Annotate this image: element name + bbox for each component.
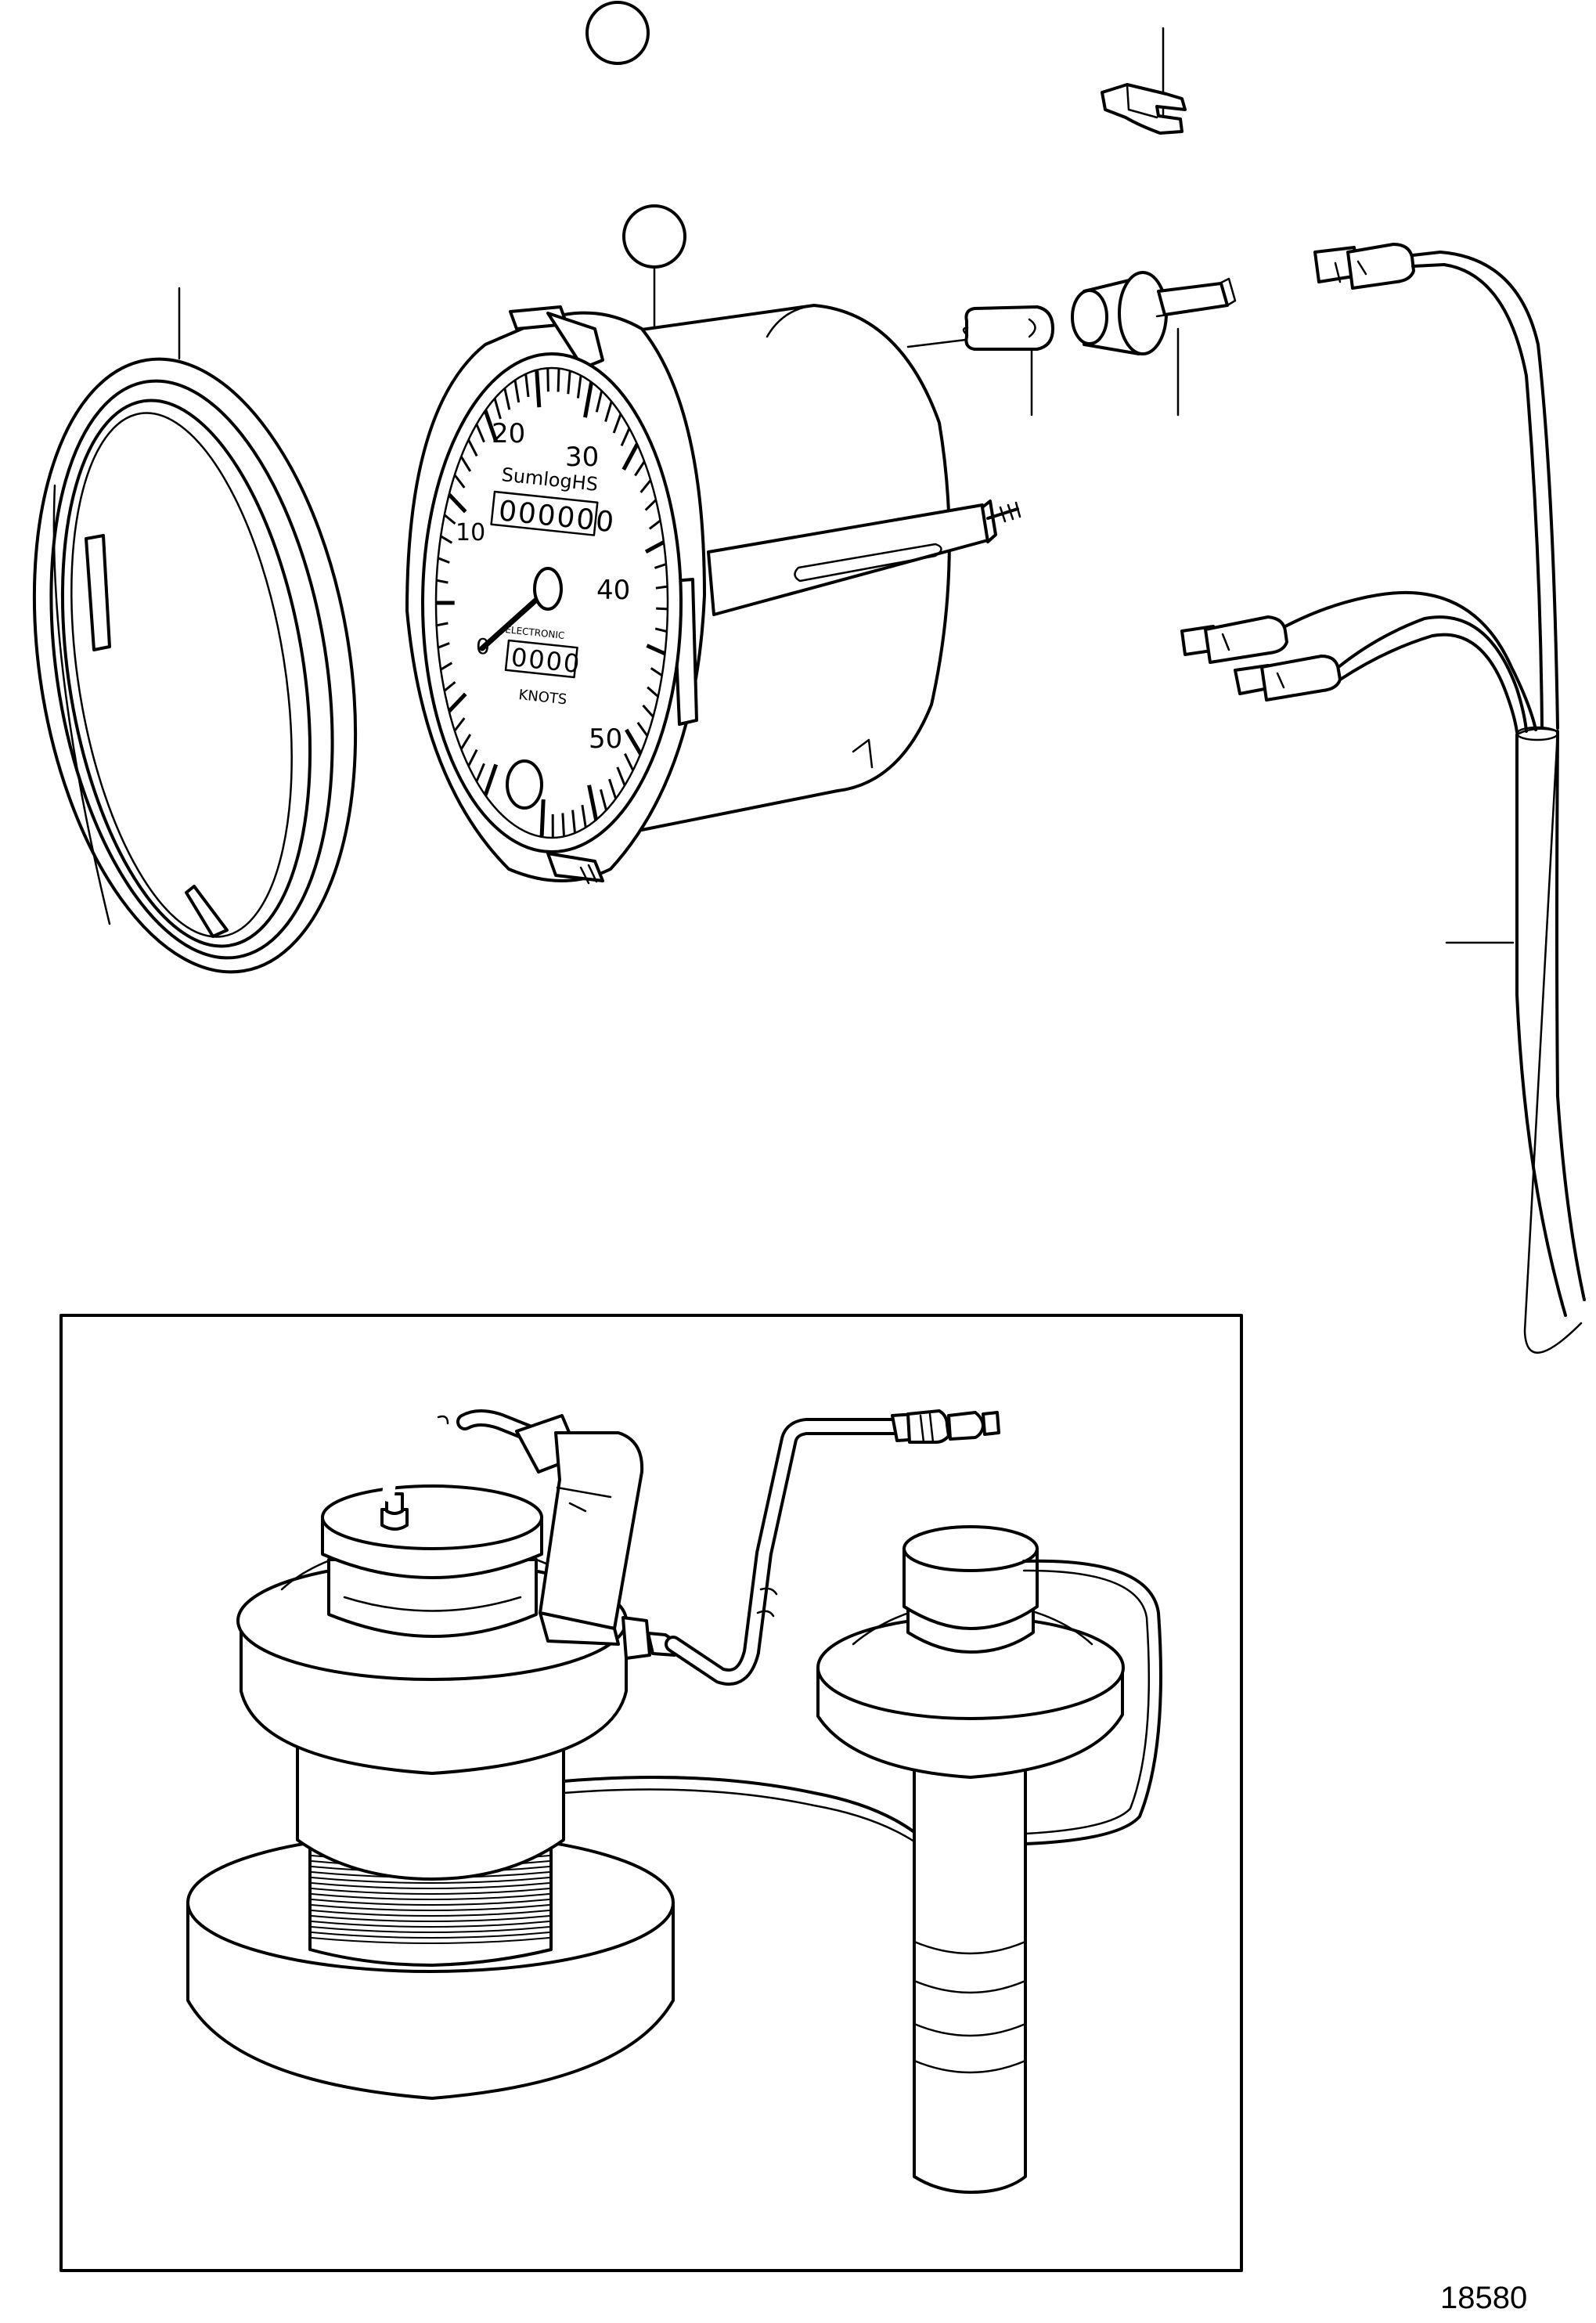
bezel-ring bbox=[32, 357, 358, 974]
dial-tick bbox=[561, 813, 565, 837]
dial-tick bbox=[467, 748, 478, 767]
link-cable bbox=[562, 1776, 916, 1834]
dial-tick bbox=[612, 413, 622, 434]
dial-tick bbox=[650, 667, 663, 676]
dial-tick bbox=[624, 752, 635, 771]
dial-tick bbox=[636, 722, 649, 737]
thread-line bbox=[311, 1882, 550, 1889]
dial-tick bbox=[475, 763, 485, 782]
dial-tick bbox=[443, 514, 456, 525]
thread-line bbox=[311, 1893, 550, 1900]
dial-tick bbox=[483, 763, 499, 796]
dial-tick bbox=[493, 398, 502, 420]
dial-tick bbox=[438, 642, 450, 649]
dial-label-10: 10 bbox=[456, 519, 485, 546]
trip-digits: 0000 bbox=[510, 642, 582, 679]
dial-tick bbox=[616, 767, 626, 786]
dial-tick bbox=[535, 370, 542, 408]
dial-tick bbox=[600, 789, 607, 811]
reset-knob bbox=[506, 759, 543, 810]
dial-tick bbox=[639, 479, 652, 493]
dial-label-20: 20 bbox=[492, 418, 525, 449]
dial-tick bbox=[440, 662, 453, 671]
dial-tick bbox=[581, 804, 587, 828]
dial-tick bbox=[503, 388, 511, 410]
lamp-bulb bbox=[962, 305, 1054, 351]
thread-line bbox=[311, 1877, 550, 1884]
figure-number: 18580 bbox=[1440, 2281, 1527, 2315]
dial-tick bbox=[604, 401, 613, 423]
reference-circle-top bbox=[585, 1, 650, 65]
dial-label-50: 50 bbox=[589, 723, 622, 755]
dial-label-40: 40 bbox=[596, 575, 630, 606]
dial-tick bbox=[436, 622, 449, 627]
dial-tick bbox=[620, 427, 631, 447]
dial-tick bbox=[524, 373, 530, 398]
dial-tick bbox=[634, 460, 646, 477]
transducer-threaded bbox=[186, 1415, 675, 2100]
dial-tick bbox=[440, 535, 453, 544]
dial-tick bbox=[475, 424, 485, 443]
retaining-clip bbox=[1101, 83, 1187, 135]
dial-tick bbox=[621, 443, 639, 471]
lamp-socket bbox=[1071, 271, 1237, 355]
dial-tick bbox=[453, 474, 466, 489]
thread-line bbox=[311, 1888, 550, 1895]
thread-line bbox=[311, 1915, 550, 1922]
dial-tick bbox=[459, 734, 472, 750]
thread-line bbox=[311, 1926, 550, 1933]
dial-tick bbox=[654, 563, 667, 569]
dial-tick bbox=[447, 692, 467, 713]
dial-tick bbox=[656, 607, 668, 611]
thread-line bbox=[311, 1921, 550, 1928]
dial-tick bbox=[644, 540, 665, 554]
gauge-dial: 0 10 20 30 40 50 SumlogHS 000000 ELECTRO… bbox=[421, 352, 683, 853]
dial-tick bbox=[459, 456, 472, 472]
reference-circle-gauge bbox=[622, 204, 686, 269]
dial-tick bbox=[625, 728, 643, 756]
dial-tick bbox=[447, 492, 467, 514]
transducer-paddle bbox=[816, 1525, 1162, 2194]
needle-hub bbox=[533, 567, 563, 611]
dial-tick bbox=[644, 499, 657, 511]
dial-tick bbox=[438, 557, 450, 564]
dial-tick bbox=[539, 799, 546, 838]
dial-tick bbox=[436, 579, 449, 584]
sensor-connector-cable bbox=[456, 1409, 1000, 1686]
dial-tick bbox=[567, 370, 571, 395]
dial-tick bbox=[483, 409, 499, 442]
wiring-harness bbox=[1180, 243, 1586, 1354]
link-cable-edge bbox=[562, 1788, 916, 1843]
thread-line bbox=[311, 1910, 550, 1917]
dial-tick bbox=[654, 627, 668, 633]
dial-tick bbox=[642, 704, 654, 718]
dial-tick bbox=[655, 585, 668, 590]
thread-line bbox=[311, 1899, 550, 1906]
dial-tick bbox=[576, 375, 582, 399]
dial-tick bbox=[595, 390, 603, 413]
dial-tick bbox=[608, 778, 618, 799]
trip-window: 0000 bbox=[504, 639, 582, 679]
dial-tick bbox=[546, 368, 549, 392]
dial-tick bbox=[571, 810, 576, 834]
thread-line bbox=[311, 1904, 550, 1911]
thread-line bbox=[311, 1937, 550, 1944]
dial-tick bbox=[587, 785, 599, 821]
dial-tick bbox=[583, 381, 594, 418]
dial-tick bbox=[513, 380, 521, 403]
sensor-inset-frame bbox=[59, 1314, 1243, 2272]
thread-line bbox=[311, 1932, 550, 1939]
dial-tick bbox=[647, 686, 659, 698]
dial-tick bbox=[646, 644, 666, 656]
dial-ticks bbox=[436, 368, 668, 839]
dial-tick bbox=[557, 368, 560, 392]
dial-label-30: 30 bbox=[565, 442, 599, 473]
dial-tick bbox=[443, 680, 456, 692]
dial-tick bbox=[467, 438, 478, 457]
dial-tick bbox=[453, 717, 466, 732]
dial-tick bbox=[648, 519, 661, 530]
